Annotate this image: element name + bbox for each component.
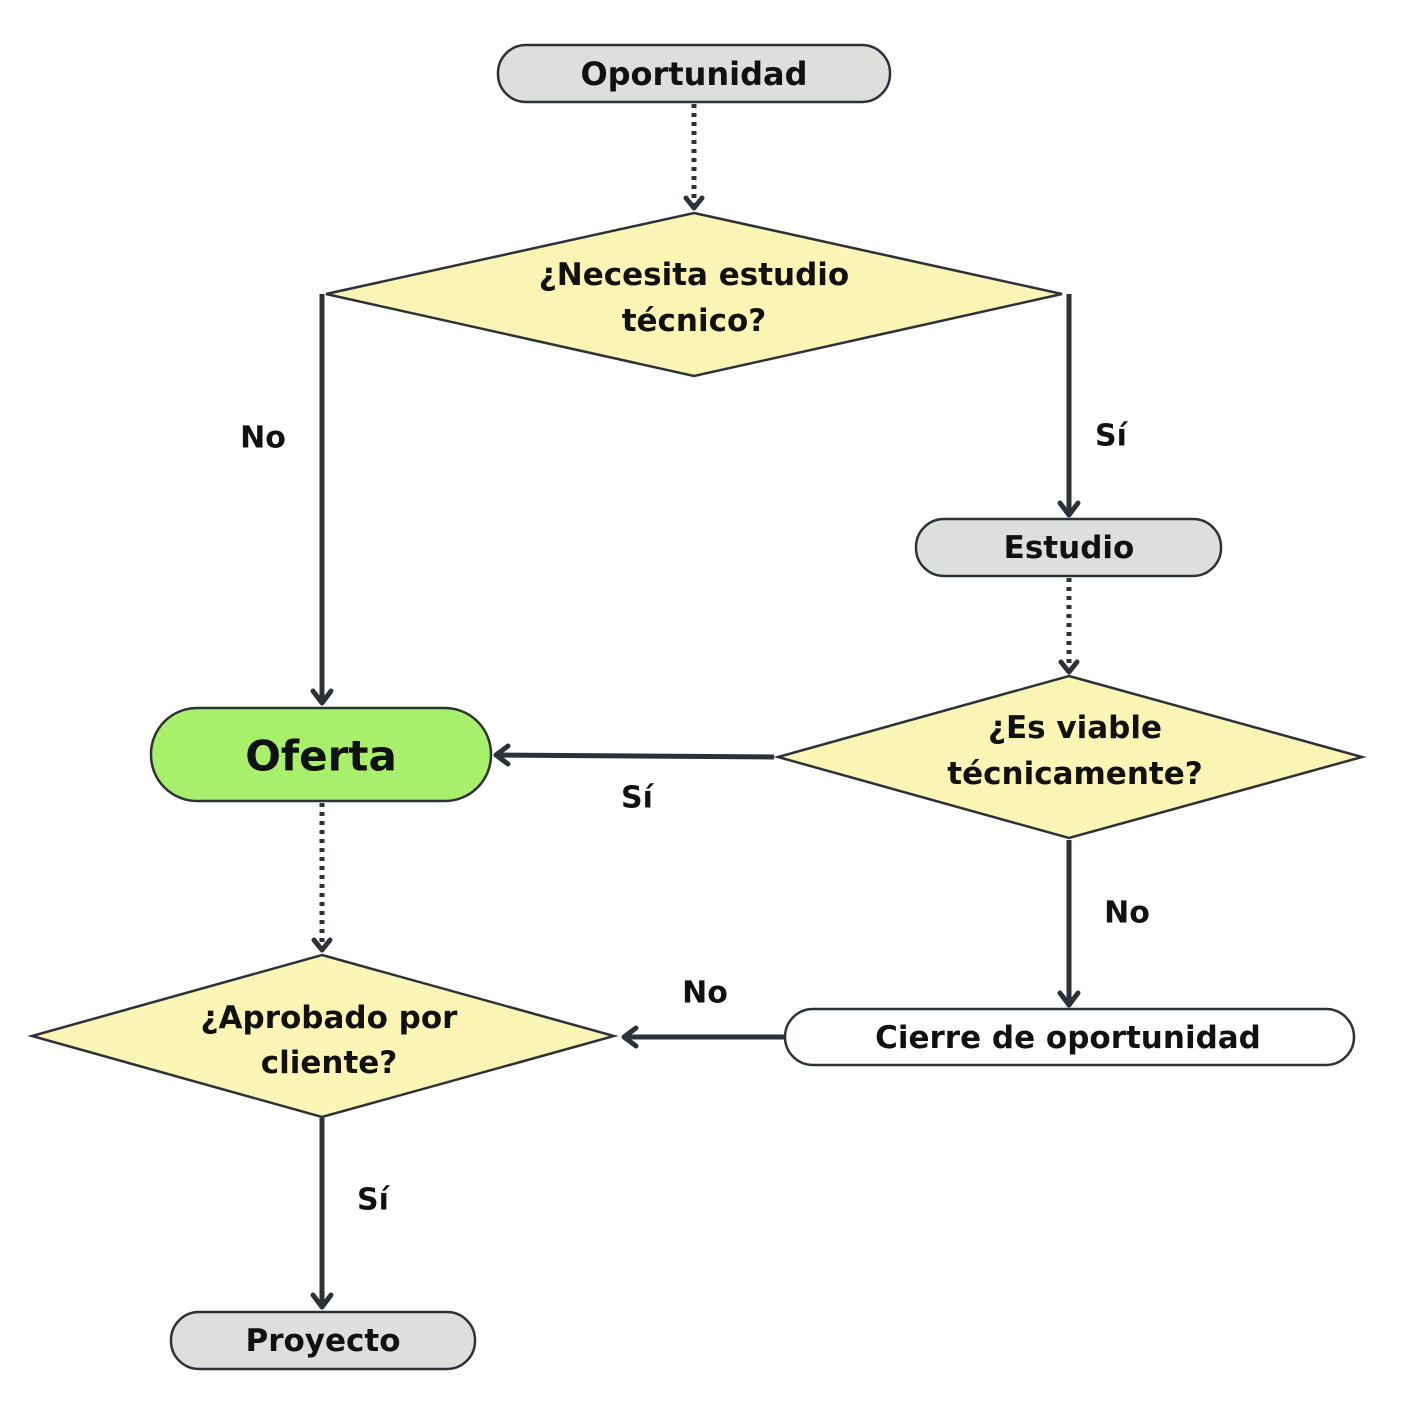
edge-label-viable-si: Sí <box>621 781 655 816</box>
node-oportunidad: Oportunidad <box>496 43 892 104</box>
node-aprobado-line1: ¿Aprobado por <box>201 1000 459 1036</box>
node-aprobado-line2: cliente? <box>261 1045 398 1081</box>
node-es-viable-line2: técnicamente? <box>947 756 1202 792</box>
edge-necesita-no-to-oferta <box>310 294 334 706</box>
edge-label-aprobado-si: Sí <box>357 1183 391 1218</box>
edge-label-cierre-no: No <box>682 976 728 1011</box>
node-necesita-estudio: ¿Necesita estudio técnico? <box>325 211 1063 378</box>
terminal-shape <box>169 1310 477 1371</box>
edge-aprobado-si-to-proyecto <box>310 1118 334 1310</box>
node-es-viable: ¿Es viable técnicamente? <box>773 674 1367 840</box>
node-aprobado: ¿Aprobado por cliente? <box>27 953 619 1119</box>
node-estudio-label: Estudio <box>1004 530 1135 566</box>
decision-shape <box>27 953 619 1119</box>
node-proyecto-label: Proyecto <box>245 1323 400 1359</box>
edge-oferta-to-aprobado <box>311 803 333 953</box>
node-es-viable-line1: ¿Es viable <box>988 710 1162 746</box>
node-proyecto: Proyecto <box>169 1310 477 1371</box>
node-cierre: Cierre de oportunidad <box>783 1007 1356 1067</box>
terminal-shape <box>496 43 892 104</box>
node-cierre-label: Cierre de oportunidad <box>875 1020 1261 1056</box>
edge-oportunidad-to-necesita <box>683 104 705 211</box>
decision-shape <box>773 674 1367 840</box>
edge-label-necesita-no: No <box>240 421 286 456</box>
node-oportunidad-label: Oportunidad <box>580 55 807 93</box>
edge-cierre-no-to-aprobado <box>621 1025 784 1049</box>
edge-necesita-si-to-estudio <box>1057 294 1081 518</box>
edge-label-viable-no: No <box>1104 896 1150 931</box>
node-oferta-label: Oferta <box>245 732 397 781</box>
edge-viable-no-to-cierre <box>1057 840 1081 1008</box>
terminal-shape <box>914 517 1223 578</box>
node-necesita-estudio-line1: ¿Necesita estudio <box>539 257 849 293</box>
decision-shape <box>325 211 1063 378</box>
edge-label-necesita-si: Sí <box>1095 419 1129 454</box>
node-oferta: Oferta <box>149 706 493 803</box>
terminal-shape <box>149 706 493 803</box>
node-necesita-estudio-line2: técnico? <box>622 303 767 339</box>
edge-estudio-to-viable <box>1058 578 1080 675</box>
edge-viable-si-to-oferta <box>493 743 775 767</box>
terminal-shape <box>783 1007 1356 1067</box>
node-estudio: Estudio <box>914 517 1223 578</box>
